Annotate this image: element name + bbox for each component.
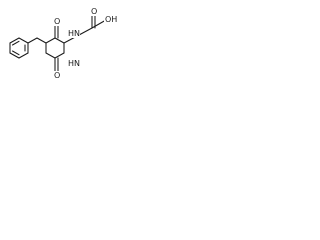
atom-label-acid-carbonyl: O bbox=[90, 7, 98, 16]
benzene-inner-bond-3 bbox=[11, 50, 20, 56]
benzene-bond-1 bbox=[9, 37, 20, 44]
benzene-inner-bond-1 bbox=[11, 40, 20, 46]
ring-bond-4 bbox=[54, 52, 65, 59]
benzene-ring bbox=[9, 37, 29, 59]
atom-label-nh-bottom: H N bbox=[67, 59, 80, 68]
atom-o-right: O bbox=[54, 71, 60, 80]
ring-bond-5 bbox=[45, 52, 56, 59]
atom-n-top: N bbox=[74, 29, 80, 38]
acetic-acid-bond-2 bbox=[78, 27, 93, 36]
atom-h-top: H bbox=[68, 29, 74, 38]
atom-label-o-left: O bbox=[53, 17, 61, 26]
atom-label-oh: OH bbox=[104, 15, 118, 24]
atom-label-nh-top: H N bbox=[67, 29, 80, 38]
ring-bond-1 bbox=[45, 37, 56, 44]
benzyl-bond-2 bbox=[36, 37, 47, 44]
diketopiperazine-structure: O O O OH H N H N bbox=[9, 7, 118, 80]
atom-o-acid-carbonyl: O bbox=[91, 7, 97, 16]
benzene-bond-2 bbox=[18, 37, 29, 44]
atom-o-left: O bbox=[54, 17, 60, 26]
atom-oh: OH bbox=[105, 15, 117, 24]
acid-hydroxyl-bond bbox=[91, 19, 107, 29]
atom-h-bottom: H bbox=[68, 59, 74, 68]
atom-n-bottom: N bbox=[74, 59, 80, 68]
benzene-bond-4 bbox=[18, 52, 29, 59]
ring-bond-2 bbox=[54, 37, 65, 44]
benzene-bond-5 bbox=[9, 52, 20, 59]
benzyl-bond-1 bbox=[27, 37, 38, 44]
piperazine-ring bbox=[45, 37, 65, 59]
atom-label-o-right: O bbox=[53, 71, 61, 80]
